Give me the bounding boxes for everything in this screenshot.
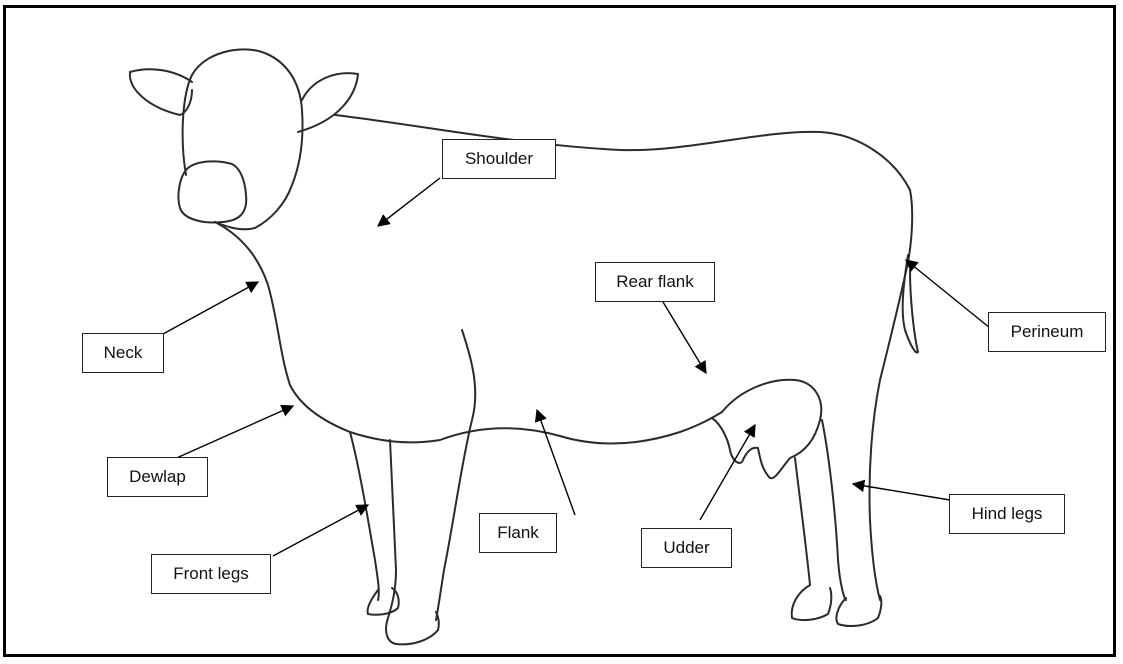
cow-hind-leg-left [795, 458, 810, 585]
rear-flank-arrow [663, 302, 706, 373]
shoulder-arrow [378, 178, 440, 226]
flank-arrow [537, 410, 575, 515]
cow-udder [712, 380, 821, 478]
cow-tail [903, 255, 918, 353]
udder-label: Udder [641, 528, 732, 568]
perineum-arrow [906, 260, 990, 328]
cow-head [183, 49, 303, 229]
neck-label: Neck [82, 333, 164, 373]
hind-legs-label: Hind legs [949, 494, 1065, 534]
cow-left-ear [130, 69, 192, 115]
cow-front-leg-back [350, 432, 379, 600]
dewlap-label: Dewlap [107, 457, 208, 497]
cow-right-ear [298, 73, 358, 132]
cow-hind-hoof-left [792, 585, 832, 620]
cow-front-hoof-right [386, 612, 439, 644]
cow-back [335, 115, 912, 262]
flank-label: Flank [479, 513, 557, 553]
shoulder-label: Shoulder [442, 139, 556, 179]
rear-flank-label: Rear flank [595, 262, 715, 302]
front-legs-label: Front legs [151, 554, 271, 594]
cow-muzzle [178, 161, 246, 222]
cow-hind-leg-mid [822, 420, 846, 600]
cow-front-leg-right [436, 330, 475, 620]
cow-belly [350, 412, 722, 444]
cow-throat [215, 222, 350, 432]
perineum-label: Perineum [988, 312, 1106, 352]
neck-arrow [163, 282, 258, 334]
hind-legs-arrow [853, 484, 950, 500]
cow-front-leg [388, 440, 396, 618]
cow-hind-hoof-right [836, 596, 881, 626]
front-legs-arrow [273, 505, 368, 556]
dewlap-arrow [172, 406, 293, 460]
pointer-arrows [163, 178, 990, 556]
